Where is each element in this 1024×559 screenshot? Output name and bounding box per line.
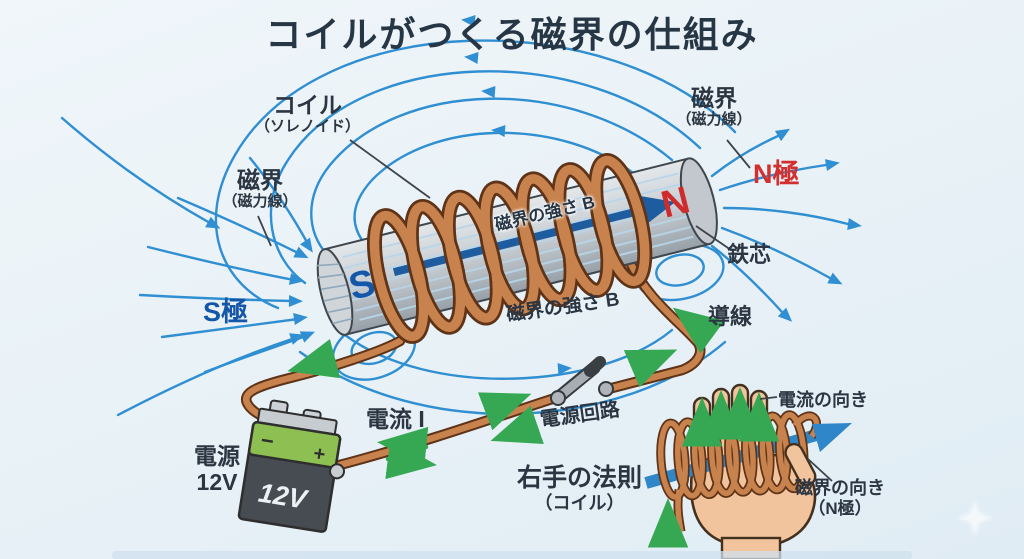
field-direction-line1: 磁界の向き xyxy=(795,478,885,498)
s-pole-label: S極 xyxy=(203,297,249,327)
battery: − + 12V xyxy=(237,399,345,533)
coil-label-line1: コイル xyxy=(273,92,342,118)
bottom-strip xyxy=(112,551,912,559)
right-hand-rule-line2: （コイル） xyxy=(534,492,625,513)
coil-label-line2: （ソレノイド） xyxy=(254,118,360,136)
page-title: コイルがつくる磁界の仕組み xyxy=(265,14,759,55)
right-hand-rule-line1: 右手の法則 xyxy=(517,464,643,492)
battery-minus: − xyxy=(259,427,276,454)
field-label-right-line2: （磁力線） xyxy=(676,111,752,129)
field-direction-arrowhead xyxy=(812,423,852,452)
coil-windings xyxy=(367,153,653,344)
lead-wire-label: 導線 xyxy=(708,304,753,329)
field-direction-label: 磁界の向き （N極） xyxy=(792,478,888,518)
coil-label: コイル （ソレノイド） xyxy=(250,92,365,136)
right-hand-rule-label: 右手の法則 （コイル） xyxy=(517,464,642,513)
right-hand-rule-figure xyxy=(644,383,852,559)
current-direction-label: 電流の向き xyxy=(778,390,868,410)
field-label-left: 磁界 （磁力線） xyxy=(210,167,310,211)
power-supply-line2: 12V xyxy=(196,469,238,496)
power-supply-line1: 電源 xyxy=(194,443,240,469)
sparkle-watermark xyxy=(957,500,993,536)
battery-plus: + xyxy=(312,443,327,467)
current-label: 電流 I xyxy=(366,406,425,432)
field-direction-line2: （N極） xyxy=(808,498,872,518)
switch xyxy=(550,356,614,406)
n-pole-label: N極 xyxy=(753,159,800,189)
power-supply-label: 電源 12V xyxy=(184,443,250,496)
current-direction-arrows xyxy=(287,307,725,480)
leader-lines xyxy=(257,139,833,482)
field-label-left-line2: （磁力線） xyxy=(222,193,298,211)
iron-core-label: 鉄芯 xyxy=(727,242,772,267)
field-label-right-line1: 磁界 xyxy=(691,85,737,111)
field-label-right: 磁界 （磁力線） xyxy=(664,85,764,129)
field-label-left-line1: 磁界 xyxy=(237,167,283,193)
